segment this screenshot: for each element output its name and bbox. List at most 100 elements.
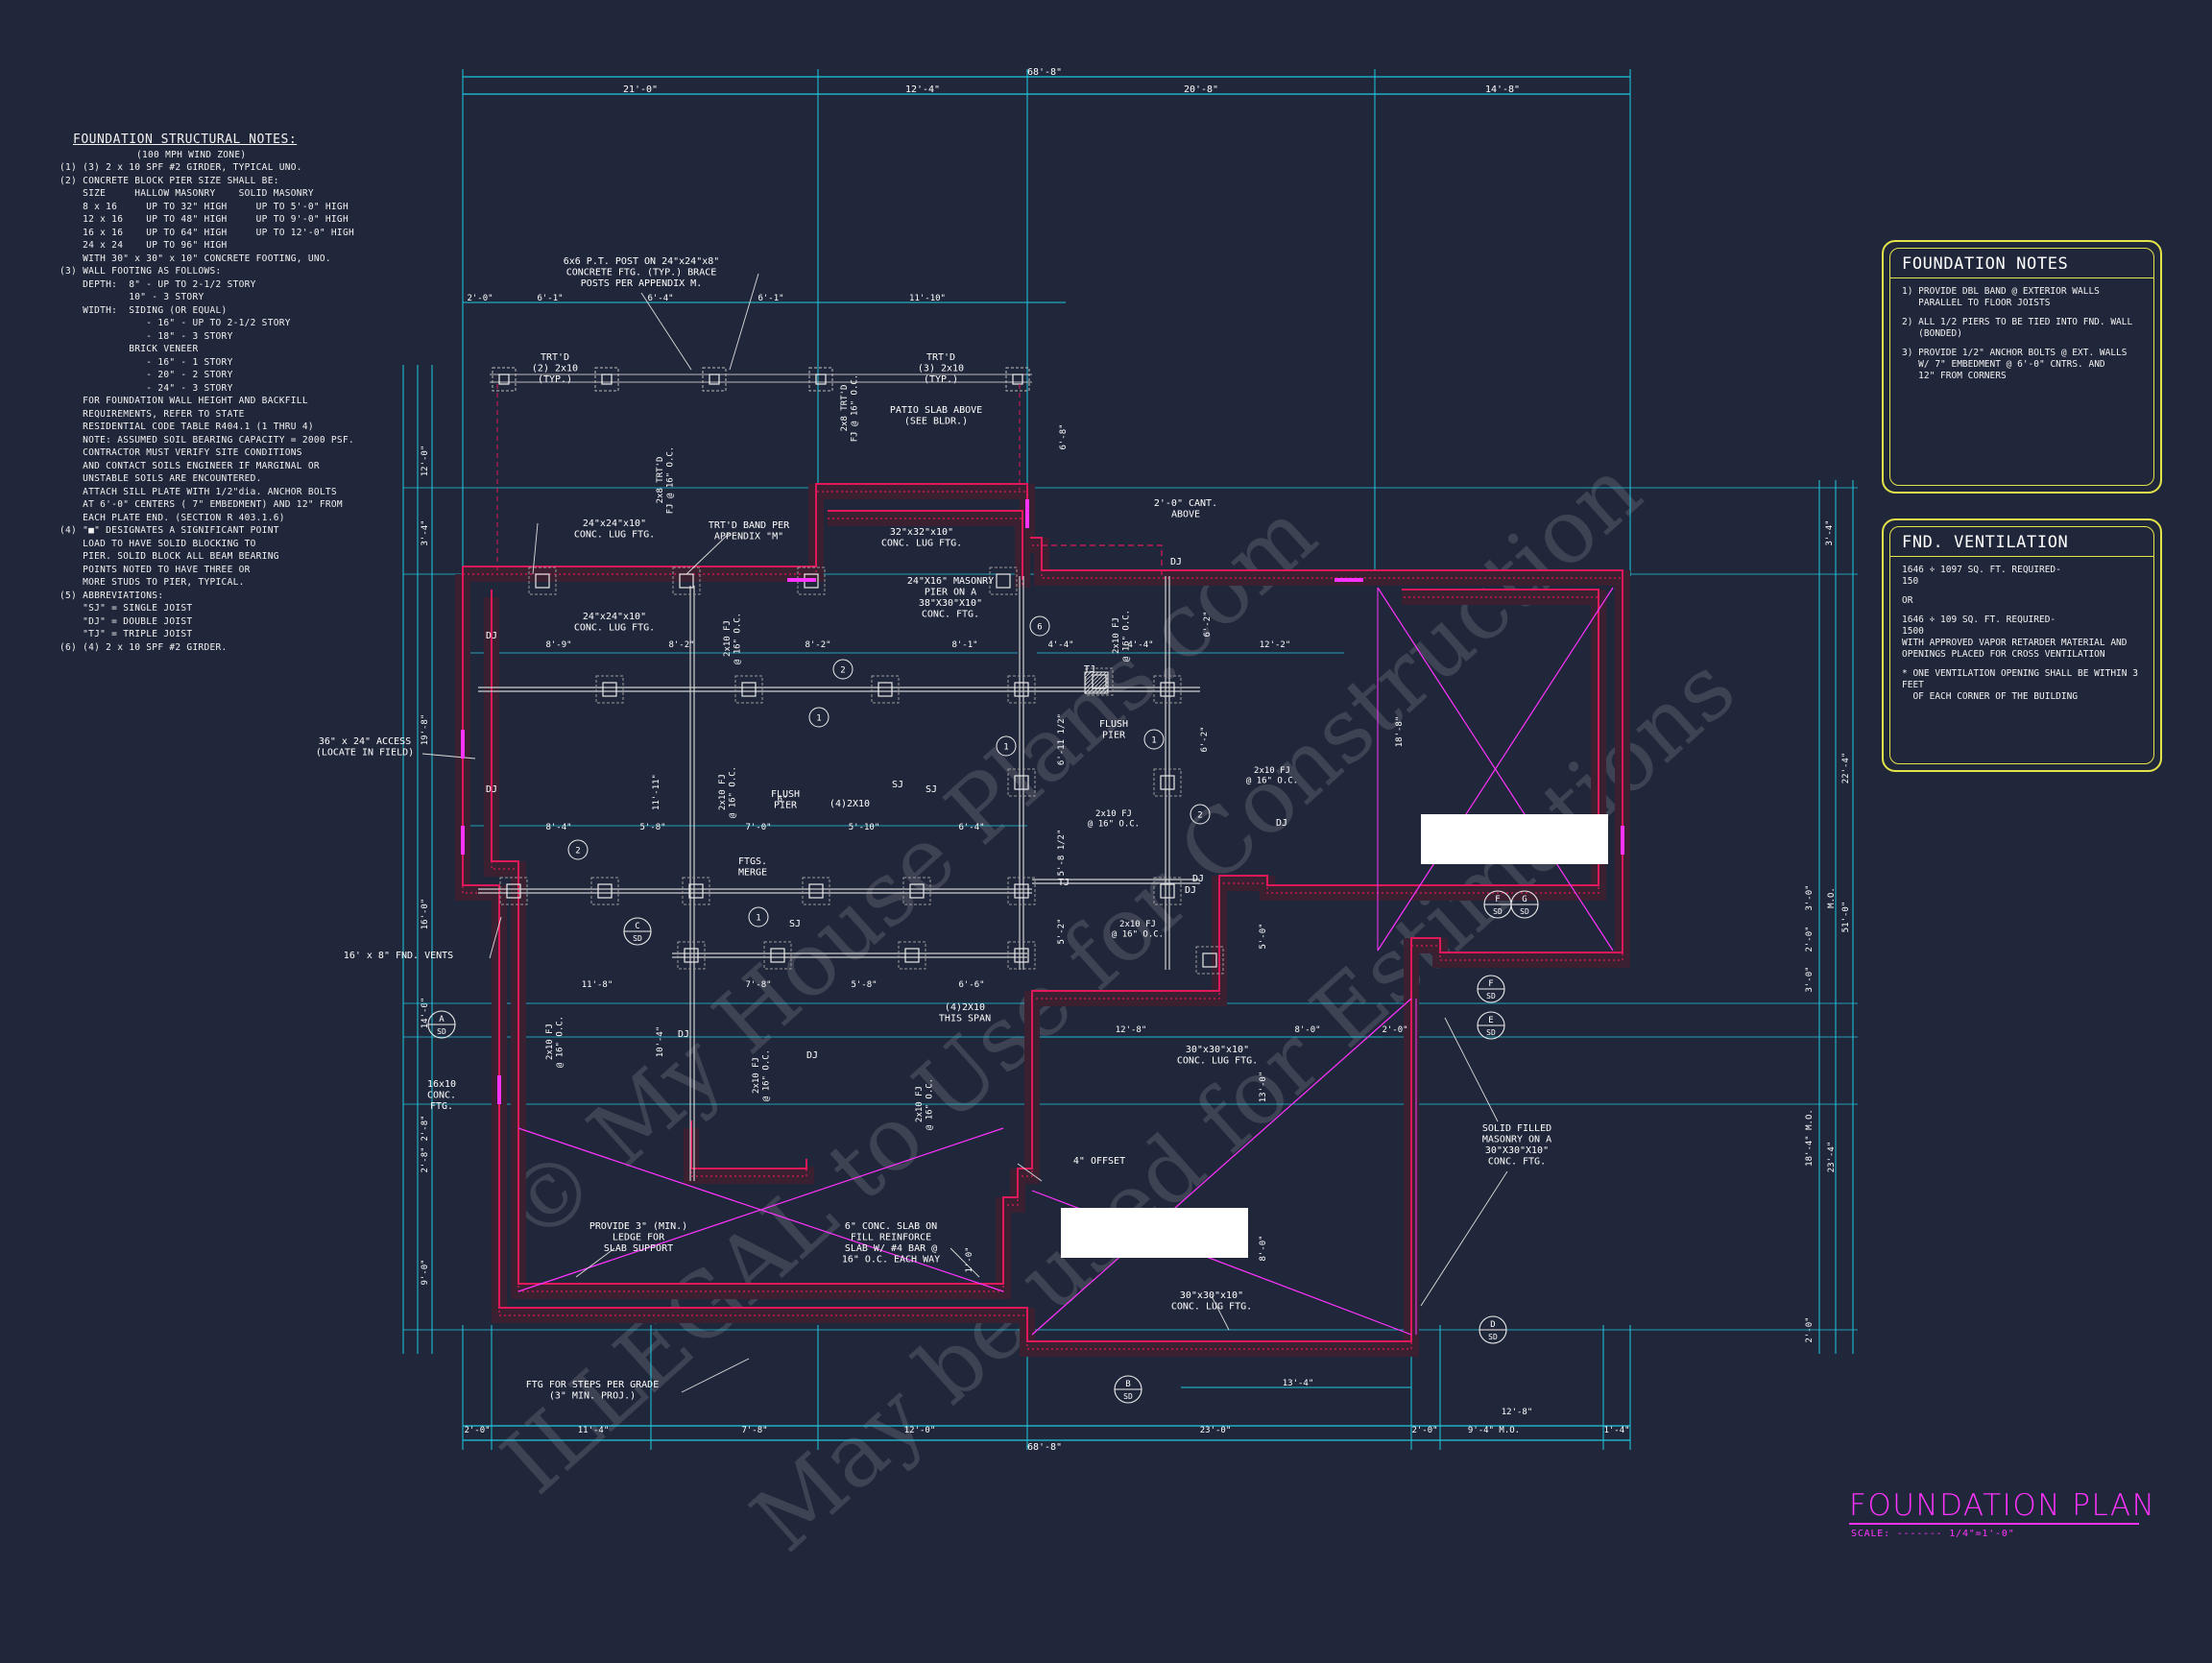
- structural-note-12: - 16" - UP TO 2-1/2 STORY: [60, 318, 291, 328]
- dim-interior-26: 10'-4": [656, 1026, 665, 1058]
- structural-note-22: CONTRACTOR MUST VERIFY SITE CONDITIONS: [60, 447, 302, 458]
- dim-interior-15: 12'-2": [1260, 640, 1291, 650]
- structural-note-15: - 16" - 1 STORY: [60, 356, 233, 368]
- pier-16: [1160, 775, 1175, 790]
- leader-line-2: [532, 522, 539, 575]
- pier-11: [1160, 883, 1175, 899]
- fj-label-5: 2x10 FJ@ 16" O.C.: [1112, 610, 1131, 662]
- dim-right-6: 18'-4" M.O.: [1805, 1109, 1815, 1167]
- callout-girder-4: (4)2X10: [830, 799, 870, 809]
- dim-interior-21: 6'-2": [1203, 611, 1213, 637]
- pier-22: [996, 573, 1011, 589]
- callout-post: 6x6 P.T. POST ON 24"x24"x8"CONCRETE FTG.…: [564, 256, 720, 289]
- dim-left-3: 16'-0": [421, 899, 430, 930]
- callout-lug-30-b: 30"x30"x10"CONC. LUG FTG.: [1171, 1290, 1252, 1313]
- pier-12: [684, 948, 699, 963]
- section-letter-5: F: [1488, 979, 1493, 989]
- dim-interior-18: 2'-0": [1382, 1025, 1407, 1035]
- dim-bottom-overall: 68'-8": [1027, 1442, 1062, 1453]
- pier-footing-7: [682, 877, 710, 905]
- structural-note-8: (3) WALL FOOTING AS FOLLOWS:: [60, 266, 222, 277]
- joist-tag-9: SJ: [789, 919, 801, 929]
- pier-3: [1014, 682, 1029, 697]
- dim-interior-32: 6": [778, 795, 788, 805]
- section-letter-4: E: [1488, 1016, 1493, 1025]
- leader-line-0: [640, 292, 692, 371]
- section-ref-6: SD: [1493, 907, 1503, 916]
- structural-note-2: SIZE HALLOW MASONRY SOLID MASONRY: [60, 188, 314, 199]
- dim-patio-1: 6'-1": [537, 294, 563, 303]
- structural-note-3: 8 x 16 UP TO 32" HIGH UP TO 5'-0" HIGH: [60, 201, 349, 212]
- pier-footing-15: [1007, 941, 1036, 970]
- structural-note-9: DEPTH: 8" - UP TO 2-1/2 STORY: [60, 278, 256, 290]
- section-ref-0: SD: [437, 1027, 446, 1036]
- slab-diagonal-5: [1031, 998, 1412, 1336]
- dim-bottom-mid: 13'-4": [1283, 1379, 1314, 1388]
- pier-1: [741, 682, 757, 697]
- dim-patio-2: 6'-4": [647, 294, 673, 303]
- pier-footing-23: [1195, 946, 1224, 975]
- joist-tag-5: DJ: [1185, 885, 1196, 896]
- note-tag-text-1: 1: [1003, 743, 1008, 753]
- patio-post-footing-2: [702, 367, 727, 392]
- patio-notch-wall-hatch: [828, 518, 1023, 588]
- pier-footing-11: [1153, 877, 1182, 905]
- dim-interior-28: 13'-0": [1259, 1072, 1268, 1103]
- note-tag-text-3: 1: [756, 914, 760, 924]
- cantilever-outline: [1042, 544, 1163, 576]
- callout-lug-24-a: 24"x24"x10"CONC. LUG FTG.: [574, 518, 655, 541]
- joist-tag-4: DJ: [1170, 557, 1182, 567]
- joist-tag-2: DJ: [678, 1029, 689, 1040]
- pier-footing-20: [672, 566, 701, 595]
- dim-bottom-seg-4: 23'-0": [1200, 1426, 1232, 1435]
- dim-right-4: 2'-0": [1805, 926, 1815, 952]
- dim-left-0: 12'-0": [421, 446, 430, 477]
- note-tag-4: [832, 659, 854, 680]
- callout-trtd-2x8-b: 2x8 TRT'DFJ @ 16" O.C.: [656, 446, 675, 514]
- structural-notes: FOUNDATION STRUCTURAL NOTES: (100 MPH WI…: [60, 133, 354, 655]
- structural-note-6: 24 x 24 UP TO 96" HIGH: [60, 240, 228, 251]
- structural-note-10: 10" - 3 STORY: [60, 292, 204, 302]
- dim-right-1: 22'-4": [1841, 753, 1851, 784]
- section-ref-7: SD: [1520, 907, 1529, 916]
- section-letter-0: A: [439, 1015, 445, 1024]
- leader-line-3: [685, 532, 731, 575]
- fnd-ventilation-box: FND. VENTILATION 1646 ÷ 1097 SQ. FT. REQ…: [1882, 518, 2162, 772]
- pier-6: [597, 883, 613, 899]
- dim-interior-30: 1'-0": [965, 1246, 974, 1272]
- dim-interior-3: 8'-1": [951, 640, 977, 650]
- dim-top-overall: 68'-8": [1027, 67, 1062, 78]
- dim-top-seg-2: 20'-8": [1184, 84, 1218, 95]
- pier-13: [770, 948, 785, 963]
- callout-ftgs-merge: FTGS.MERGE: [738, 856, 767, 879]
- dim-left-6: 2'-8": [421, 1146, 430, 1172]
- pier-footing-12: [677, 941, 706, 970]
- joist-tag-1: DJ: [486, 784, 497, 795]
- structural-note-1: (2) CONCRETE BLOCK PIER SIZE SHALL BE:: [60, 175, 279, 186]
- pier-footing-2: [871, 675, 900, 704]
- patio-post-1: [601, 374, 613, 385]
- dim-right-7: 23'-4": [1827, 1142, 1837, 1173]
- slab-note-box-a: [1421, 814, 1608, 864]
- pier-17: [1014, 775, 1029, 790]
- note-tag-text-2: 1: [1151, 736, 1156, 746]
- ventilation-note-0: 1646 ÷ 1097 SQ. FT. REQUIRED- 150: [1902, 565, 2061, 587]
- foundation-note-2: 3) PROVIDE 1/2" ANCHOR BOLTS @ EXT. WALL…: [1902, 348, 2128, 381]
- leader-line-4: [421, 753, 476, 759]
- joist-tag-0: DJ: [486, 631, 497, 641]
- pier-7: [688, 883, 704, 899]
- flush-pier-hatched: [1084, 671, 1109, 694]
- dim-interior-10: 7'-8": [745, 980, 771, 990]
- leader-line-11: [950, 1247, 980, 1278]
- dim-interior-5: 5'-8": [639, 823, 665, 832]
- dim-top-seg-3: 14'-8": [1485, 84, 1520, 95]
- pier-8: [808, 883, 824, 899]
- dim-right-9: 51'-0": [1841, 902, 1851, 933]
- dim-interior-14: 4'-4": [1127, 640, 1153, 650]
- section-letter-1: B: [1125, 1380, 1130, 1389]
- structural-note-37: (6) (4) 2 x 10 SPF #2 GIRDER.: [60, 641, 228, 653]
